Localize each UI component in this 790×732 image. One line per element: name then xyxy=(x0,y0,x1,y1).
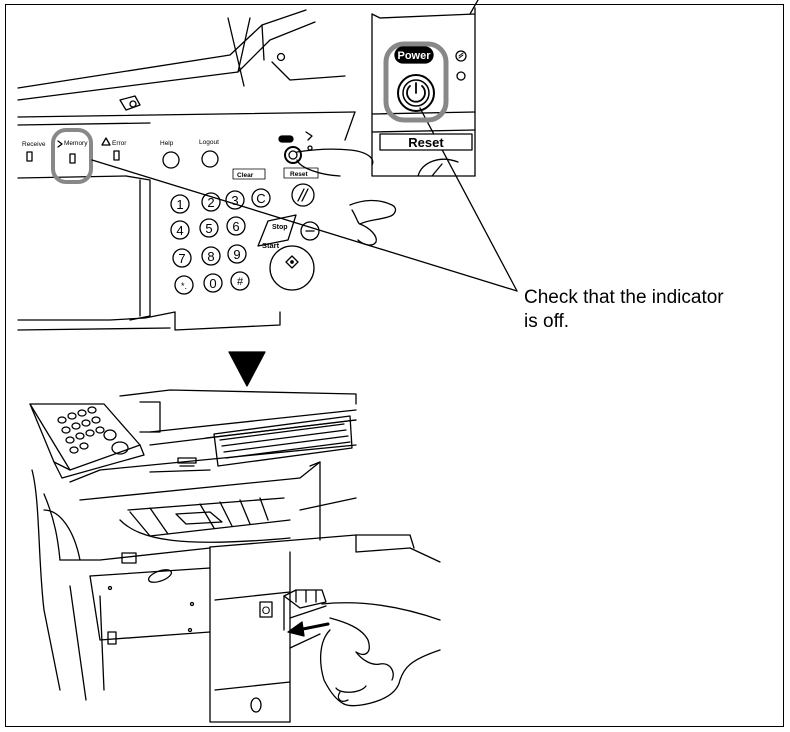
panel-power-key-label xyxy=(278,135,294,143)
stop-label: Stop xyxy=(272,224,288,231)
hand-pushing-switch xyxy=(319,602,441,707)
memory-indicator-highlight xyxy=(51,128,93,184)
help-button[interactable] xyxy=(162,151,180,169)
key-4-label: 4 xyxy=(176,223,183,238)
key-1[interactable] xyxy=(170,194,190,214)
receive-label: Receive xyxy=(22,141,46,148)
key-3-label: 3 xyxy=(231,193,238,208)
memory-label: Memory xyxy=(64,140,88,147)
main-switch-off-marker xyxy=(259,601,273,618)
error-label: Error xyxy=(112,140,127,147)
main-switch-off-label: O xyxy=(262,605,271,617)
power-label: Power xyxy=(397,50,431,62)
clear-key-label: C xyxy=(256,191,265,206)
key-star[interactable] xyxy=(174,275,194,295)
key-2-label: 2 xyxy=(207,195,214,210)
reset-button[interactable] xyxy=(291,183,315,207)
power-key[interactable] xyxy=(397,74,435,112)
clear-button[interactable] xyxy=(251,188,271,208)
logout-label: Logout xyxy=(199,139,219,146)
main-switch-inset: O xyxy=(209,534,441,723)
main-switch-window xyxy=(121,552,137,564)
key-4[interactable] xyxy=(170,220,190,240)
reset-label-box xyxy=(379,133,473,151)
key-0-label: 0 xyxy=(209,276,216,291)
key-7-label: 7 xyxy=(178,251,185,266)
key-9-label: 9 xyxy=(233,247,240,262)
key-6-label: 6 xyxy=(232,219,239,234)
panel-power-key[interactable] xyxy=(284,146,302,164)
reset-small-label: Reset xyxy=(290,171,309,178)
main-power-switch[interactable] xyxy=(283,589,327,609)
stop-button[interactable] xyxy=(257,214,297,247)
inset-reset-key xyxy=(417,158,459,177)
output-tray-ribs xyxy=(129,497,269,537)
machine-side-illustration xyxy=(29,389,357,701)
indicator-row xyxy=(26,150,120,164)
key-7[interactable] xyxy=(172,248,192,268)
scanner-lid xyxy=(17,9,346,111)
numeric-keypad xyxy=(170,183,320,295)
energy-saver-indicator xyxy=(455,50,467,62)
key-hash-label: # xyxy=(237,276,244,288)
key-0[interactable] xyxy=(203,273,223,293)
power-label-badge xyxy=(394,46,434,64)
key-2[interactable] xyxy=(201,192,221,212)
key-star-label: *. xyxy=(181,281,187,291)
note-line-1: Check that the indicator xyxy=(524,287,724,308)
clear-label: Clear xyxy=(237,172,254,179)
key-5-label: 5 xyxy=(205,221,212,236)
key-9[interactable] xyxy=(227,244,247,264)
figure-frame xyxy=(5,4,784,727)
help-label: Help xyxy=(160,140,174,147)
power-inset xyxy=(371,0,479,177)
panel-body xyxy=(17,111,356,331)
logout-button[interactable] xyxy=(201,150,219,168)
power-key-highlight xyxy=(383,41,449,123)
start-button[interactable] xyxy=(269,245,315,291)
mini-keypad xyxy=(57,406,129,455)
scanner-vents xyxy=(213,415,353,467)
main-power-indicator xyxy=(456,71,466,81)
key-6[interactable] xyxy=(226,216,246,236)
key-5[interactable] xyxy=(199,218,219,238)
note-line-2: is off. xyxy=(524,311,570,332)
start-label: Start xyxy=(262,241,280,250)
energy-saver-button[interactable] xyxy=(300,221,320,241)
key-8[interactable] xyxy=(201,246,221,266)
key-8-label: 8 xyxy=(207,249,214,264)
reset-slash-icon xyxy=(297,188,309,202)
indicator-check-note: Check that the indicator is off. xyxy=(524,286,784,334)
start-diamond-icon xyxy=(285,255,299,269)
triangle-down-icon xyxy=(228,351,266,387)
key-hash[interactable] xyxy=(230,271,250,291)
memory-arrow-icon xyxy=(57,140,63,148)
key-1-label: 1 xyxy=(176,197,183,212)
key-3[interactable] xyxy=(225,190,245,210)
error-warning-icon xyxy=(101,137,111,146)
inset-reset-label: Reset xyxy=(408,135,444,150)
